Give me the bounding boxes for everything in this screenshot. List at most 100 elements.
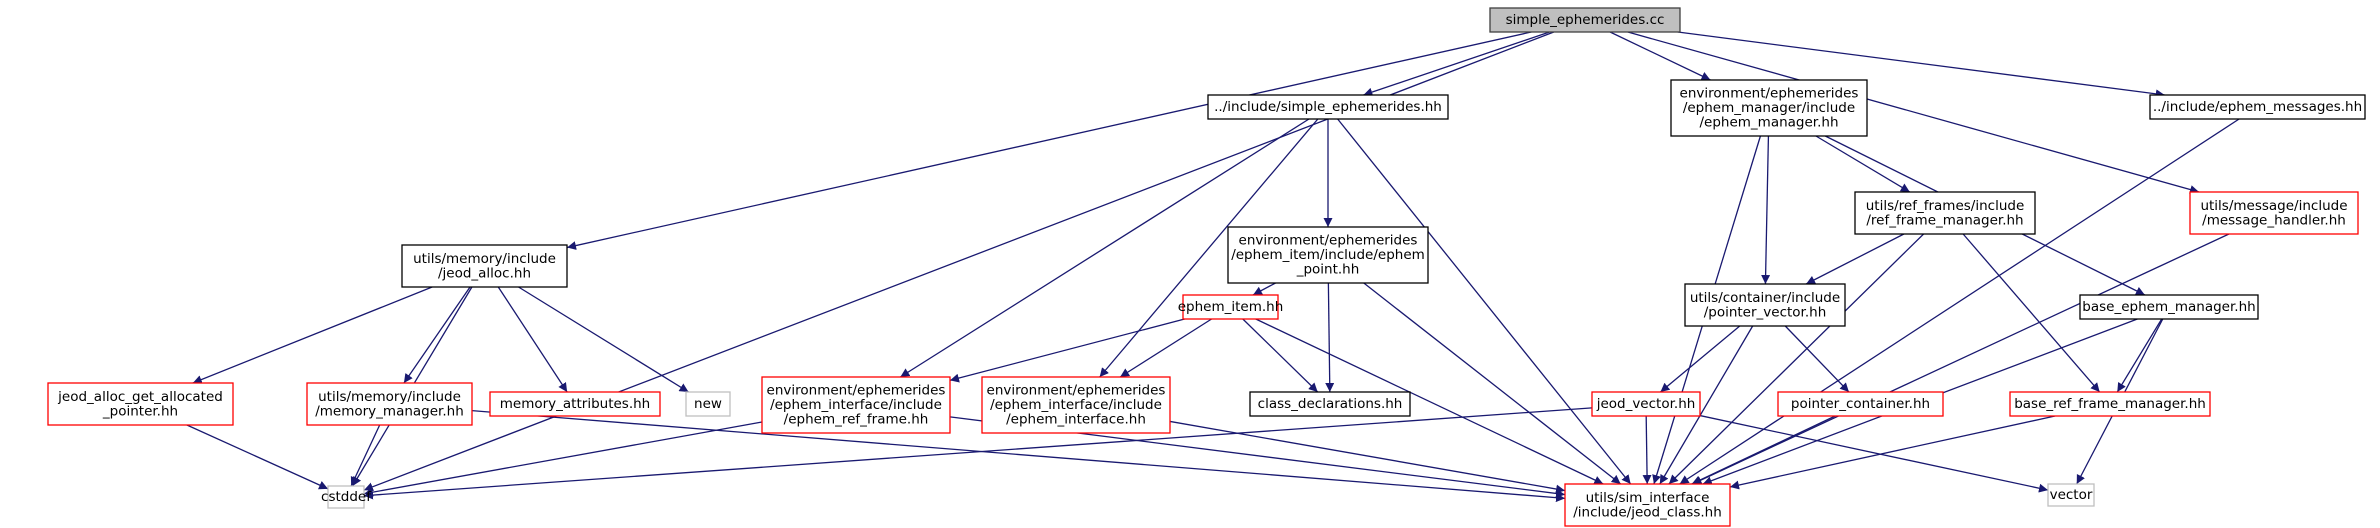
edge-ref_frame_manager-to-pointer_vector bbox=[1805, 233, 1905, 285]
node-memory_manager[interactable]: utils/memory/include/memory_manager.hh bbox=[306, 382, 473, 426]
node-label-pointer_container-0: pointer_container.hh bbox=[1791, 396, 1930, 412]
node-box-base_ephem_manager bbox=[2079, 294, 2259, 320]
edge-jeod_alloc_get-to-cstddef bbox=[186, 424, 329, 490]
node-box-class_decl bbox=[1249, 391, 1411, 417]
edge-layer bbox=[186, 31, 2240, 503]
node-label-jeod_alloc-0: utils/memory/include bbox=[413, 251, 556, 267]
node-label-ref_frame_manager-0: utils/ref_frames/include bbox=[1866, 198, 2025, 214]
node-box-ephem_item bbox=[1182, 294, 1279, 320]
node-pointer_vector[interactable]: utils/container/include/pointer_vector.h… bbox=[1684, 283, 1846, 327]
node-box-jeod_vector bbox=[1591, 391, 1701, 417]
node-box-message_handler bbox=[2189, 191, 2359, 235]
node-label-ephem_manager-0: environment/ephemerides bbox=[1680, 86, 1859, 102]
node-base_ref_frame_manager[interactable]: base_ref_frame_manager.hh bbox=[2009, 391, 2211, 417]
node-label-ephem_interface-0: environment/ephemerides bbox=[987, 383, 1166, 399]
edge-jeod_vector-to-jeod_class bbox=[1642, 415, 1652, 485]
node-label-ephem_messages-0: ../include/ephem_messages.hh bbox=[2153, 99, 2362, 115]
node-label-ephem_ref_frame-1: /ephem_interface/include bbox=[770, 397, 942, 413]
edge-root-to-message_handler bbox=[1627, 31, 2200, 194]
edge-jeod_alloc-to-jeod_alloc_get bbox=[192, 286, 433, 384]
edge-memory_manager-to-cstddef bbox=[350, 424, 381, 487]
node-label-vector-0: vector bbox=[2050, 487, 2093, 503]
edge-jeod_alloc-to-memory_manager bbox=[403, 286, 471, 384]
node-jeod_vector[interactable]: jeod_vector.hh bbox=[1591, 391, 1701, 417]
edge-simple_eph_hh-to-ephem_ref_frame bbox=[900, 118, 1310, 378]
node-box-pointer_container bbox=[1777, 391, 1944, 417]
node-label-ephem_interface-2: /ephem_interface.hh bbox=[1006, 412, 1146, 428]
node-ephem_messages[interactable]: ../include/ephem_messages.hh bbox=[2149, 94, 2366, 120]
node-root[interactable]: simple_ephemerides.cc bbox=[1489, 7, 1681, 33]
node-label-memory_manager-1: /memory_manager.hh bbox=[315, 403, 464, 419]
node-label-ephem_ref_frame-0: environment/ephemerides bbox=[767, 383, 946, 399]
node-ephem_interface[interactable]: environment/ephemerides/ephem_interface/… bbox=[981, 376, 1171, 434]
edge-memory_manager-to-jeod_class bbox=[471, 409, 1566, 503]
node-label-message_handler-1: /message_handler.hh bbox=[2202, 212, 2346, 228]
node-label-base_ref_frame_manager-0: base_ref_frame_manager.hh bbox=[2014, 396, 2206, 412]
node-class_decl[interactable]: class_declarations.hh bbox=[1249, 391, 1411, 417]
node-box-simple_eph_hh bbox=[1207, 94, 1449, 120]
node-label-ephem_ref_frame-2: /ephem_ref_frame.hh bbox=[784, 412, 929, 428]
node-label-jeod_vector-0: jeod_vector.hh bbox=[1596, 396, 1696, 412]
node-jeod_alloc[interactable]: utils/memory/include/jeod_alloc.hh bbox=[401, 244, 568, 288]
node-box-memory_manager bbox=[306, 382, 473, 426]
edge-root-to-jeod_alloc bbox=[566, 31, 1532, 250]
node-box-ephem_messages bbox=[2149, 94, 2366, 120]
edge-ephem_item-to-class_decl bbox=[1242, 318, 1319, 393]
node-box-pointer_vector bbox=[1684, 283, 1846, 327]
edge-ephem_item-to-jeod_class bbox=[1255, 318, 1604, 485]
edge-ephem_manager-to-ref_frame_manager bbox=[1815, 135, 1911, 193]
edge-root-to-ephem_manager bbox=[1609, 31, 1711, 81]
node-label-ephem_manager-1: /ephem_manager/include bbox=[1683, 100, 1855, 116]
node-ephem_ref_frame[interactable]: environment/ephemerides/ephem_interface/… bbox=[761, 376, 951, 434]
node-message_handler[interactable]: utils/message/include/message_handler.hh bbox=[2189, 191, 2359, 235]
edge-jeod_vector-to-vector bbox=[1699, 414, 2049, 493]
node-ephem_manager[interactable]: environment/ephemerides/ephem_manager/in… bbox=[1670, 79, 1868, 137]
node-box-ephem_ref_frame bbox=[761, 376, 951, 434]
edge-jeod_alloc-to-new bbox=[518, 286, 689, 393]
edge-ephem_point-to-class_decl bbox=[1325, 282, 1335, 393]
edge-simple_eph_hh-to-jeod_class bbox=[1337, 118, 1632, 485]
edge-ephem_messages-to-jeod_class bbox=[1679, 118, 2240, 485]
edge-jeod_alloc-to-memory_attributes bbox=[497, 286, 568, 393]
node-label-new-0: new bbox=[694, 396, 722, 412]
node-label-memory_manager-0: utils/memory/include bbox=[318, 389, 461, 405]
node-label-jeod_class-0: utils/sim_interface bbox=[1586, 490, 1710, 506]
edge-pointer_vector-to-jeod_vector bbox=[1660, 325, 1741, 393]
node-label-pointer_vector-0: utils/container/include bbox=[1690, 290, 1840, 306]
edge-ref_frame_manager-to-jeod_class bbox=[1668, 233, 1925, 485]
node-label-jeod_alloc-1: /jeod_alloc.hh bbox=[438, 265, 531, 281]
node-new[interactable]: new bbox=[685, 391, 731, 417]
node-ref_frame_manager[interactable]: utils/ref_frames/include/ref_frame_manag… bbox=[1854, 191, 2036, 235]
node-label-jeod_alloc_get-1: _pointer.hh bbox=[102, 403, 178, 419]
node-label-class_decl-0: class_declarations.hh bbox=[1258, 396, 1403, 412]
node-ephem_item[interactable]: ephem_item.hh bbox=[1178, 294, 1284, 320]
node-label-ref_frame_manager-1: /ref_frame_manager.hh bbox=[1866, 212, 2023, 228]
node-label-pointer_vector-1: /pointer_vector.hh bbox=[1704, 304, 1827, 320]
node-memory_attributes[interactable]: memory_attributes.hh bbox=[489, 391, 661, 417]
node-box-ephem_interface bbox=[981, 376, 1171, 434]
node-pointer_container[interactable]: pointer_container.hh bbox=[1777, 391, 1944, 417]
node-jeod_alloc_get[interactable]: jeod_alloc_get_allocated_pointer.hh bbox=[47, 382, 234, 426]
edge-pointer_vector-to-pointer_container bbox=[1784, 325, 1850, 393]
node-base_ephem_manager[interactable]: base_ephem_manager.hh bbox=[2079, 294, 2259, 320]
node-cstddef[interactable]: cstddef bbox=[321, 485, 372, 509]
edge-ephem_item-to-ephem_interface bbox=[1119, 318, 1212, 378]
node-label-ephem_point-2: _point.hh bbox=[1296, 262, 1360, 278]
node-vector[interactable]: vector bbox=[2047, 483, 2095, 507]
node-box-jeod_class bbox=[1564, 483, 1731, 527]
edge-pointer_vector-to-jeod_class bbox=[1659, 325, 1754, 485]
node-box-base_ref_frame_manager bbox=[2009, 391, 2211, 417]
node-box-jeod_alloc_get bbox=[47, 382, 234, 426]
node-simple_eph_hh[interactable]: ../include/simple_ephemerides.hh bbox=[1207, 94, 1449, 120]
node-jeod_class[interactable]: utils/sim_interface/include/jeod_class.h… bbox=[1564, 483, 1731, 527]
edge-ephem_ref_frame-to-cstddef bbox=[363, 421, 763, 497]
edge-base_ref_frame_manager-to-jeod_class bbox=[1729, 415, 2056, 490]
node-label-cstddef-0: cstddef bbox=[321, 489, 372, 505]
node-label-memory_attributes-0: memory_attributes.hh bbox=[500, 396, 650, 412]
node-ephem_point[interactable]: environment/ephemerides/ephem_item/inclu… bbox=[1227, 226, 1429, 284]
edge-jeod_vector-to-cstddef bbox=[363, 407, 1593, 500]
node-label-root-0: simple_ephemerides.cc bbox=[1506, 12, 1665, 28]
node-label-ephem_point-0: environment/ephemerides bbox=[1239, 233, 1418, 249]
node-label-jeod_alloc_get-0: jeod_alloc_get_allocated bbox=[57, 389, 223, 405]
